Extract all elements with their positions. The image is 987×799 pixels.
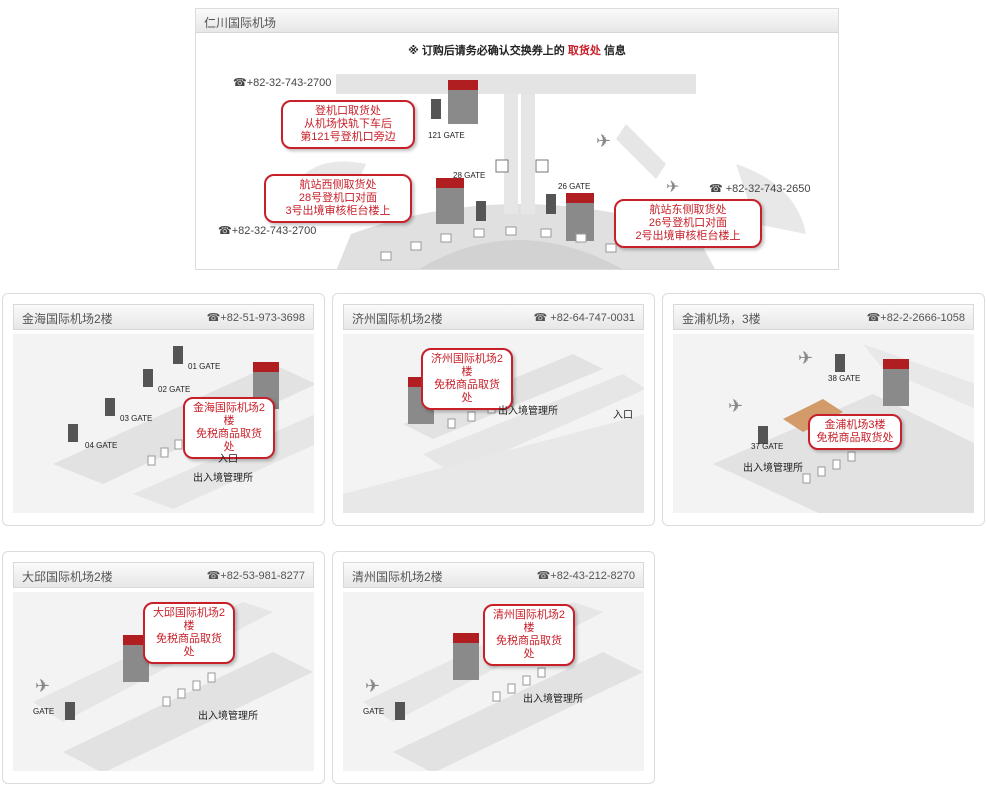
gimhae-immigration: 出入境管理所 (193, 473, 253, 484)
bubble-line: 免税商品取货处 (496, 635, 562, 660)
bubble-line: 从机场快轨下车后 (304, 118, 392, 130)
svg-text:✈: ✈ (35, 676, 50, 696)
daegu-tel: ☎+82-53-981-8277 (206, 570, 305, 582)
cheongju-panel: 清州国际机场2楼 ☎+82-43-212-8270 ✈ 清州国际机场2楼 免税商… (332, 551, 655, 784)
notice-suffix: 信息 (603, 45, 626, 57)
incheon-terminal-drawing: ✈ ✈ (296, 74, 806, 269)
jeju-title: 济州国际机场2楼 (352, 312, 443, 326)
incheon-bubble-west: 航站西侧取货处 28号登机口对面 3号出境审核柜台楼上 (264, 174, 412, 223)
gimhae-tel: ☎+82-51-973-3698 (206, 312, 305, 324)
jeju-tel: ☎ +82-64-747-0031 (533, 312, 635, 324)
gate-28-label: 28 GATE (453, 171, 486, 180)
incheon-bubble-east: 航站东侧取货处 26号登机口对面 2号出境审核柜台楼上 (614, 199, 762, 248)
bubble-line: 2号出境审核柜台楼上 (635, 230, 741, 242)
daegu-gate-label: GATE (33, 707, 55, 716)
cheongju-immigration: 出入境管理所 (523, 694, 583, 705)
gimpo-title: 金浦机场，3楼 (682, 312, 761, 326)
incheon-header: 仁川国际机场 (196, 9, 838, 33)
daegu-bubble: 大邱国际机场2楼 免税商品取货处 (143, 602, 235, 664)
gimpo-header: 金浦机场，3楼 ☎+82-2-2666-1058 (673, 304, 974, 330)
gimhae-bubble: 金海国际机场2楼 免税商品取货处 (183, 397, 275, 459)
bubble-line: 大邱国际机场2楼 (152, 607, 226, 632)
cheongju-map: ✈ 清州国际机场2楼 免税商品取货处 GATE 出入境管理所 (343, 592, 644, 771)
cheongju-header: 清州国际机场2楼 ☎+82-43-212-8270 (343, 562, 644, 588)
daegu-header: 大邱国际机场2楼 ☎+82-53-981-8277 (13, 562, 314, 588)
gimpo-map: ✈✈ 金浦机场3楼 免税商品取货处 38 GATE 37 GATE 出入境管理所 (673, 334, 974, 513)
bubble-line: 航站东侧取货处 (649, 204, 727, 216)
gimhae-map: 金海国际机场2楼 免税商品取货处 01 GATE 02 GATE 03 GATE… (13, 334, 314, 513)
bubble-line: 登机口取货处 (315, 105, 381, 117)
cheongju-tel: ☎+82-43-212-8270 (536, 570, 635, 582)
svg-text:✈: ✈ (365, 676, 380, 696)
gate-02-label: 02 GATE (158, 385, 191, 394)
svg-text:✈: ✈ (596, 131, 611, 151)
notice-highlight: 取货处 (567, 45, 601, 57)
gate-01-label: 01 GATE (188, 362, 221, 371)
notice-prefix: ※ 订购后请务必确认交换券上的 (408, 45, 565, 57)
daegu-immigration: 出入境管理所 (198, 711, 258, 722)
gate-04-label: 04 GATE (85, 441, 118, 450)
bubble-line: 免税商品取货处 (434, 379, 500, 404)
bubble-line: 航站西侧取货处 (299, 179, 377, 191)
incheon-tel-1: ☎+82-32-743-2700 (233, 77, 332, 89)
gimpo-panel: 金浦机场，3楼 ☎+82-2-2666-1058 ✈✈ 金浦机场3楼 免税商品取… (662, 293, 985, 526)
gimpo-tel: ☎+82-2-2666-1058 (866, 312, 965, 324)
jeju-header: 济州国际机场2楼 ☎ +82-64-747-0031 (343, 304, 644, 330)
gimhae-title: 金海国际机场2楼 (22, 312, 113, 326)
gimpo-drawing: ✈✈ (713, 344, 974, 513)
incheon-map: ※ 订购后请务必确认交换券上的 取货处 信息 ✈ ✈ (196, 34, 838, 269)
daegu-panel: 大邱国际机场2楼 ☎+82-53-981-8277 ✈ 大邱国际机场2楼 免税商… (2, 551, 325, 784)
gimhae-header: 金海国际机场2楼 ☎+82-51-973-3698 (13, 304, 314, 330)
daegu-title: 大邱国际机场2楼 (22, 570, 113, 584)
gate-03-label: 03 GATE (120, 414, 153, 423)
svg-text:✈: ✈ (798, 348, 813, 368)
svg-text:✈: ✈ (666, 179, 679, 196)
bubble-line: 第121号登机口旁边 (300, 131, 396, 143)
jeju-entrance: 入口 (613, 410, 633, 421)
incheon-bubble-gate121: 登机口取货处 从机场快轨下车后 第121号登机口旁边 (281, 100, 415, 149)
cheongju-title: 清州国际机场2楼 (352, 570, 443, 584)
bubble-line: 免税商品取货处 (816, 432, 894, 444)
gimpo-immigration: 出入境管理所 (743, 463, 803, 474)
daegu-map: ✈ 大邱国际机场2楼 免税商品取货处 GATE 出入境管理所 (13, 592, 314, 771)
bubble-line: 免税商品取货处 (156, 633, 222, 658)
bubble-line: 金浦机场3楼 (824, 419, 886, 431)
gate-121-label: 121 GATE (428, 131, 465, 140)
gimpo-bubble: 金浦机场3楼 免税商品取货处 (808, 414, 902, 450)
jeju-panel: 济州国际机场2楼 ☎ +82-64-747-0031 济州国际机场2楼 免税商品… (332, 293, 655, 526)
gimhae-entrance: 入口 (218, 454, 238, 465)
bubble-line: 3号出境审核柜台楼上 (285, 205, 391, 217)
jeju-map: 济州国际机场2楼 免税商品取货处 入口 出入境管理所 (343, 334, 644, 513)
gate-26-label: 26 GATE (558, 182, 591, 191)
bubble-line: 金海国际机场2楼 (192, 402, 266, 427)
bubble-line: 26号登机口对面 (648, 217, 728, 229)
bubble-line: 济州国际机场2楼 (430, 353, 504, 378)
bubble-line: 28号登机口对面 (298, 192, 378, 204)
incheon-panel: 仁川国际机场 ※ 订购后请务必确认交换券上的 取货处 信息 ✈ ✈ (195, 8, 839, 270)
bubble-line: 免税商品取货处 (196, 428, 262, 453)
jeju-immigration: 出入境管理所 (498, 406, 558, 417)
bubble-line: 清州国际机场2楼 (492, 609, 566, 634)
jeju-bubble: 济州国际机场2楼 免税商品取货处 (421, 348, 513, 410)
incheon-tel-3: ☎ +82-32-743-2650 (709, 183, 811, 195)
gate-37-label: 37 GATE (751, 442, 784, 451)
cheongju-gate-label: GATE (363, 707, 385, 716)
incheon-title: 仁川国际机场 (204, 16, 277, 30)
cheongju-bubble: 清州国际机场2楼 免税商品取货处 (483, 604, 575, 666)
incheon-tel-2: ☎+82-32-743-2700 (218, 225, 317, 237)
gimhae-panel: 金海国际机场2楼 ☎+82-51-973-3698 金海国际机场2楼 免税商品取… (2, 293, 325, 526)
gate-38-label: 38 GATE (828, 374, 861, 383)
svg-text:✈: ✈ (728, 396, 743, 416)
incheon-notice: ※ 订购后请务必确认交换券上的 取货处 信息 (196, 42, 838, 58)
